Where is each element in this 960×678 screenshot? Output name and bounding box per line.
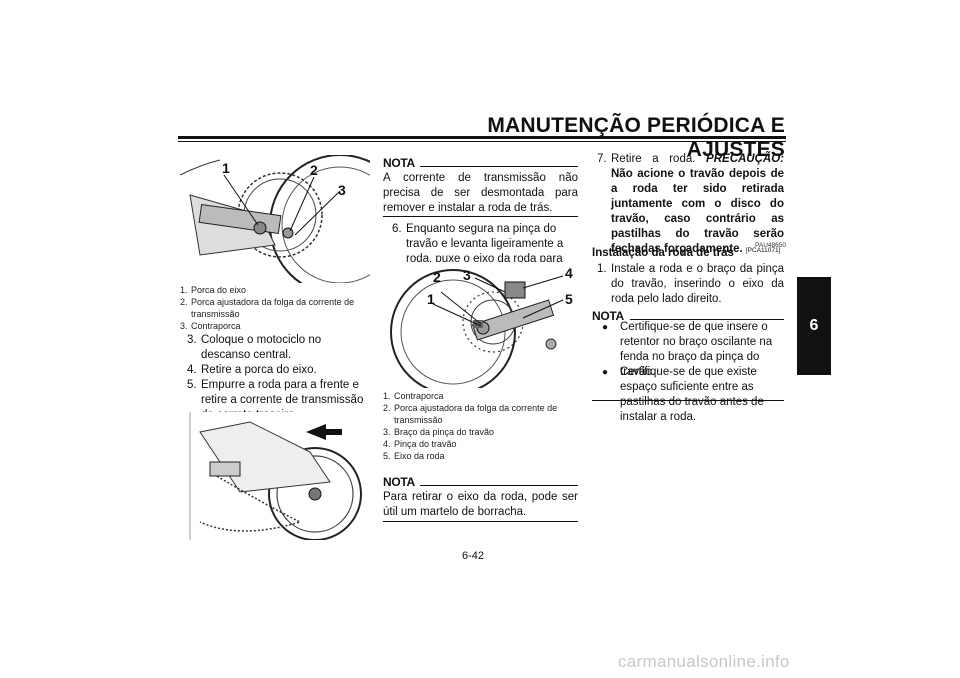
chapter-tab: 6 (797, 277, 831, 375)
nota-heading: NOTA (383, 156, 415, 170)
section-heading: Instalação da roda de trás (592, 247, 734, 259)
nota-end-rule (383, 521, 578, 522)
nota-text: A corrente de transmissão não precisa de… (383, 172, 578, 214)
figure1-label-1: 1 (222, 160, 230, 176)
figure1-label-2: 2 (310, 162, 318, 178)
nota-rule (420, 166, 578, 167)
figure2-label-1: 1 (427, 291, 435, 307)
nota-text: Para retirar o eixo da roda, pode ser út… (383, 491, 578, 518)
nota-heading: NOTA (383, 475, 415, 489)
caption-item: 4.Pinça do travão (383, 439, 457, 449)
section-code: PAU48650 (755, 242, 786, 249)
step-item: 3.Coloque o motociclo no descanso centra… (187, 334, 322, 361)
caption-item: 3.Braço da pinça do travão (383, 427, 495, 437)
bullet-item: ●Certifique-se de que existe espaço sufi… (602, 366, 764, 423)
step-item: 7. Retire a roda. PRECAUÇÃO: Não acione … (597, 153, 784, 255)
caption-item: 3.Contraporca (180, 321, 241, 331)
figure2-captions: 1.Contraporca 2.Porca ajustadora da folg… (383, 390, 578, 462)
page-number: 6-42 (462, 550, 485, 562)
nota-rule (630, 319, 784, 320)
caution-label: PRECAUÇÃO: (706, 153, 784, 165)
figure-rear-axle: 1 2 3 (180, 155, 370, 283)
nota-end-rule (383, 216, 578, 217)
figure2-label-4: 4 (565, 265, 573, 281)
nota-heading: NOTA (592, 309, 624, 323)
step-item: 1.Instale a roda e o braço da pinça do t… (597, 263, 784, 305)
figure1-captions: 1.Porca do eixo 2.Porca ajustadora da fo… (180, 284, 375, 332)
nota-end-rule (592, 400, 784, 401)
bullet-item: ●Certifique-se de que insere o retentor … (602, 321, 773, 378)
figure2-label-3: 3 (463, 267, 471, 283)
step-item: 4.Retire a porca do eixo. (187, 364, 317, 376)
caution-code: [PCA11071] (745, 247, 781, 254)
caption-item: 2.Porca ajustadora da folga da corrente … (383, 403, 558, 425)
nota-rule (420, 485, 578, 486)
caption-item: 5.Eixo da roda (383, 451, 445, 461)
figure-brake-caliper: 1 2 3 4 5 (383, 262, 578, 388)
step7-text: Retire a roda. (611, 153, 696, 165)
watermark-text: carmanualsonline.info (618, 652, 790, 671)
figure-wheel-removal (180, 412, 370, 540)
caption-item: 1.Contraporca (383, 391, 444, 401)
figure2-label-5: 5 (565, 291, 573, 307)
caution-text: Não acione o travão depois de a roda ter… (611, 168, 784, 255)
chapter-tab-label: 6 (809, 317, 819, 334)
page-title: MANUTENÇÃO PERIÓDICA E AJUSTES (487, 114, 785, 161)
header-rule (178, 136, 786, 139)
header-rule-thin (178, 141, 786, 142)
caption-item: 2.Porca ajustadora da folga da corrente … (180, 297, 355, 319)
caption-item: 1.Porca do eixo (180, 285, 247, 295)
figure2-label-2: 2 (433, 269, 441, 285)
figure1-label-3: 3 (338, 182, 346, 198)
